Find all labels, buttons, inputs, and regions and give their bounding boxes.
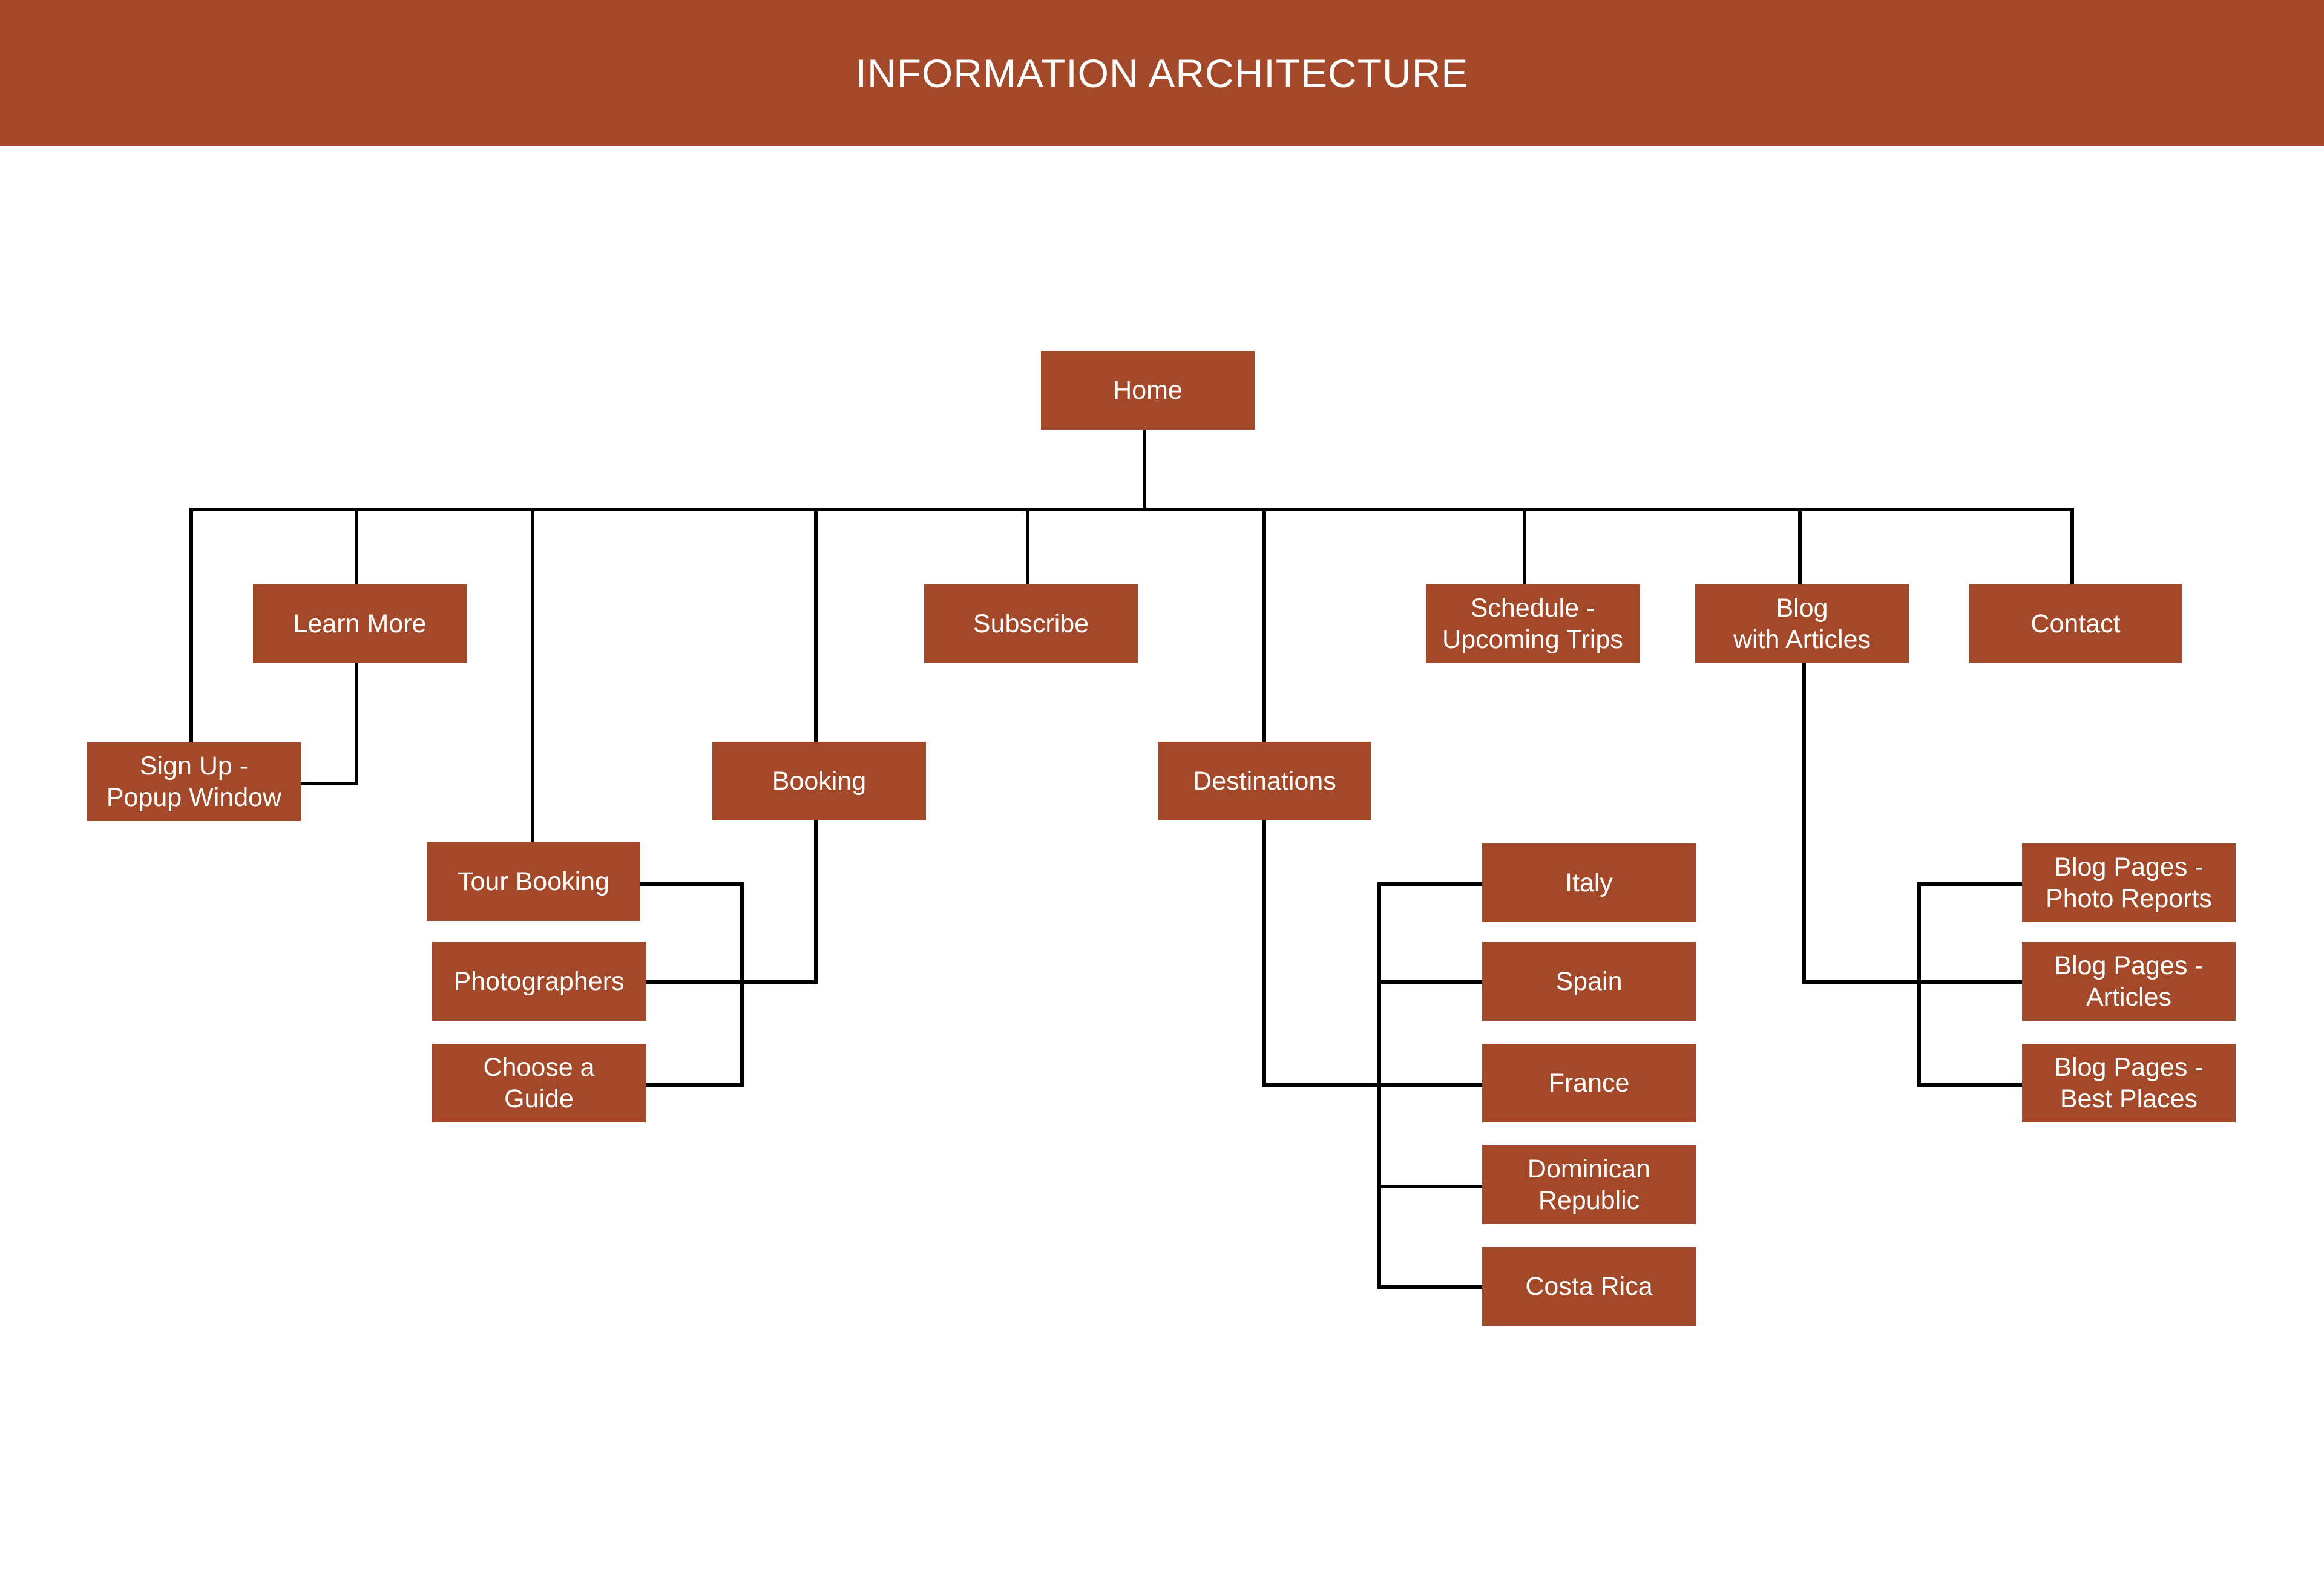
connector-blog-pages — [1802, 661, 2024, 984]
node-choose-guide: Choose a Guide — [432, 1044, 646, 1122]
node-destinations: Destinations — [1158, 742, 1371, 820]
node-photographers: Photographers — [432, 942, 646, 1021]
node-france: France — [1482, 1044, 1696, 1122]
connector-booking-photographers — [644, 819, 818, 984]
node-subscribe: Subscribe — [924, 584, 1138, 663]
node-sign-up: Sign Up - Popup Window — [87, 742, 301, 821]
header-bar: INFORMATION ARCHITECTURE — [0, 0, 2324, 146]
node-contact: Contact — [1969, 584, 2182, 663]
node-spain: Spain — [1482, 942, 1696, 1021]
node-dominican-republic: Dominican Republic — [1482, 1145, 1696, 1224]
connector-tour-guide-bracket — [640, 882, 744, 1087]
node-blog-articles: Blog Pages - Articles — [2022, 942, 2236, 1021]
connector-learnmore-signup — [299, 661, 358, 785]
node-italy: Italy — [1482, 843, 1696, 922]
node-schedule: Schedule - Upcoming Trips — [1426, 584, 1640, 663]
node-costa-rica: Costa Rica — [1482, 1247, 1696, 1326]
node-blog-best-places: Blog Pages - Best Places — [2022, 1044, 2236, 1122]
node-learn-more: Learn More — [253, 584, 467, 663]
node-booking: Booking — [712, 742, 926, 820]
page-title: INFORMATION ARCHITECTURE — [855, 50, 1469, 96]
node-home: Home — [1041, 351, 1255, 430]
node-blog: Blog with Articles — [1695, 584, 1909, 663]
node-blog-photo-reports: Blog Pages - Photo Reports — [2022, 843, 2236, 922]
connector-destinations-france — [1262, 819, 1484, 1087]
node-tour-booking: Tour Booking — [427, 842, 640, 921]
